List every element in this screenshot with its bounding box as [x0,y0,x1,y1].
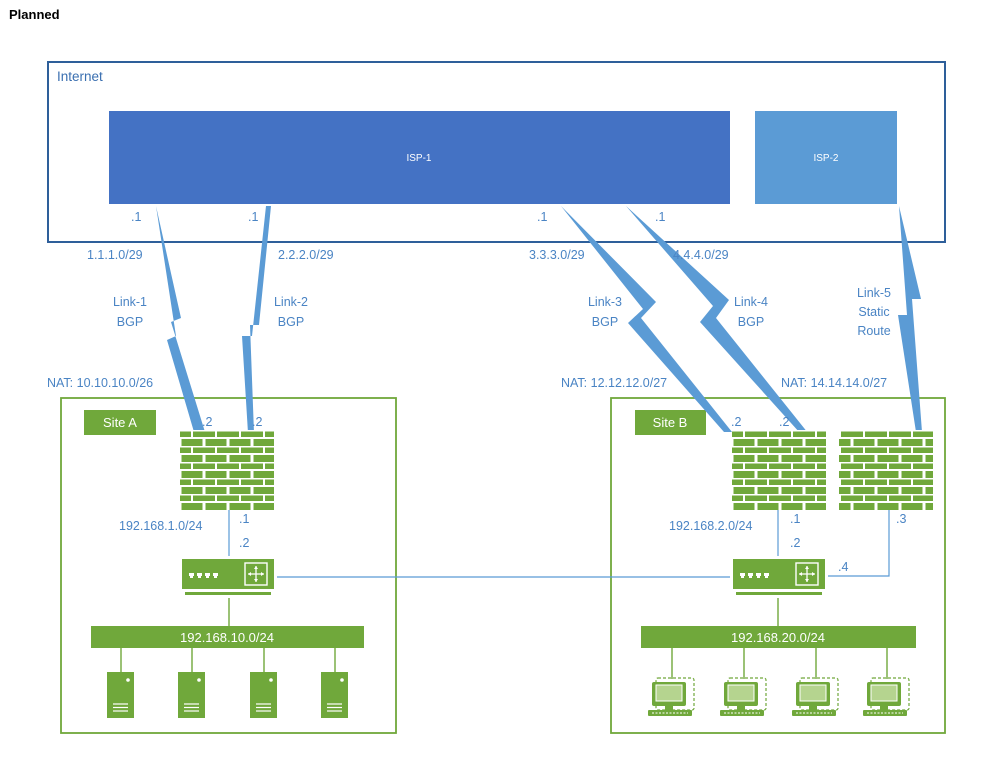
site-b-fw2-inside-addr: .3 [896,512,906,526]
internet-boundary [47,61,946,243]
link-2-name: Link-2 [274,295,308,309]
site-a-lan-label: 192.168.10.0/24 [180,630,274,645]
link-2-subnet: 2.2.2.0/29 [278,248,334,262]
isp-1-box [109,111,730,204]
link-2-isp-addr: .1 [248,210,258,224]
link-1-name: Link-1 [113,295,147,309]
link-5-bolt [898,206,922,432]
site-b-label: Site B [653,415,688,430]
isp-2-label: ISP-2 [813,153,838,164]
site-a-nat: NAT: 10.10.10.0/26 [47,376,153,390]
link-3-name: Link-3 [588,295,622,309]
link-2-site-addr: .2 [252,415,262,429]
site-b-badge [635,410,706,435]
internet-label: Internet [57,69,103,84]
site-a-transit-subnet: 192.168.1.0/24 [119,519,202,533]
site-b-fw2-to-switch [825,510,890,577]
link-4-subnet: 4.4.4.0/29 [673,248,729,262]
link-5-protocol-line1: Static [858,305,889,319]
link-4-bolt [626,206,808,433]
workstation-icon [791,677,839,717]
link-5-protocol-line2: Route [857,324,890,338]
site-b-fw1-inside-addr: .1 [790,512,800,526]
site-b-firewall-2-icon [839,430,933,510]
link-2-bolt [242,206,271,433]
workstation-icon [862,677,910,717]
site-a-boundary [60,397,397,734]
link-4-site-addr: .2 [779,415,789,429]
link-5-name: Link-5 [857,286,891,300]
site-b-switch-icon [729,555,829,599]
site-b-switch-uplink2-addr: .4 [838,560,848,574]
link-1-protocol: BGP [117,315,143,329]
link-1-subnet: 1.1.1.0/29 [87,248,143,262]
server-icon [106,671,135,719]
isp-2-box [755,111,897,204]
site-a-switch-uplink-addr: .2 [239,536,249,550]
link-1-isp-addr: .1 [131,210,141,224]
server-icon [249,671,278,719]
page-title: Planned [9,7,60,22]
link-2-protocol: BGP [278,315,304,329]
site-b-lan-drops [671,648,888,679]
site-a-fw-inside-addr: .1 [239,512,249,526]
isp-1-label: ISP-1 [406,153,431,164]
workstation-icon [647,677,695,717]
link-4-name: Link-4 [734,295,768,309]
site-a-badge [84,410,156,435]
link-1-bolt [156,206,205,432]
site-a-lan-drops [120,648,336,673]
site-b-lan-label: 192.168.20.0/24 [731,630,825,645]
workstation-icon [719,677,767,717]
site-b-nat-2: NAT: 14.14.14.0/27 [781,376,887,390]
site-a-label: Site A [103,415,137,430]
site-b-switch-uplink-addr: .2 [790,536,800,550]
site-a-switch-icon [178,555,278,599]
site-b-transit-subnet: 192.168.2.0/24 [669,519,752,533]
site-a-firewall-icon [180,430,274,510]
link-3-isp-addr: .1 [537,210,547,224]
link-3-subnet: 3.3.3.0/29 [529,248,585,262]
site-b-lan-bar [641,626,916,648]
link-4-protocol: BGP [738,315,764,329]
link-3-site-addr: .2 [731,415,741,429]
site-a-lan-bar [91,626,364,648]
server-icon [320,671,349,719]
link-3-protocol: BGP [592,315,618,329]
link-4-isp-addr: .1 [655,210,665,224]
site-b-firewall-1-icon [732,430,826,510]
link-1-site-addr: .2 [202,415,212,429]
site-b-nat-1: NAT: 12.12.12.0/27 [561,376,667,390]
server-icon [177,671,206,719]
